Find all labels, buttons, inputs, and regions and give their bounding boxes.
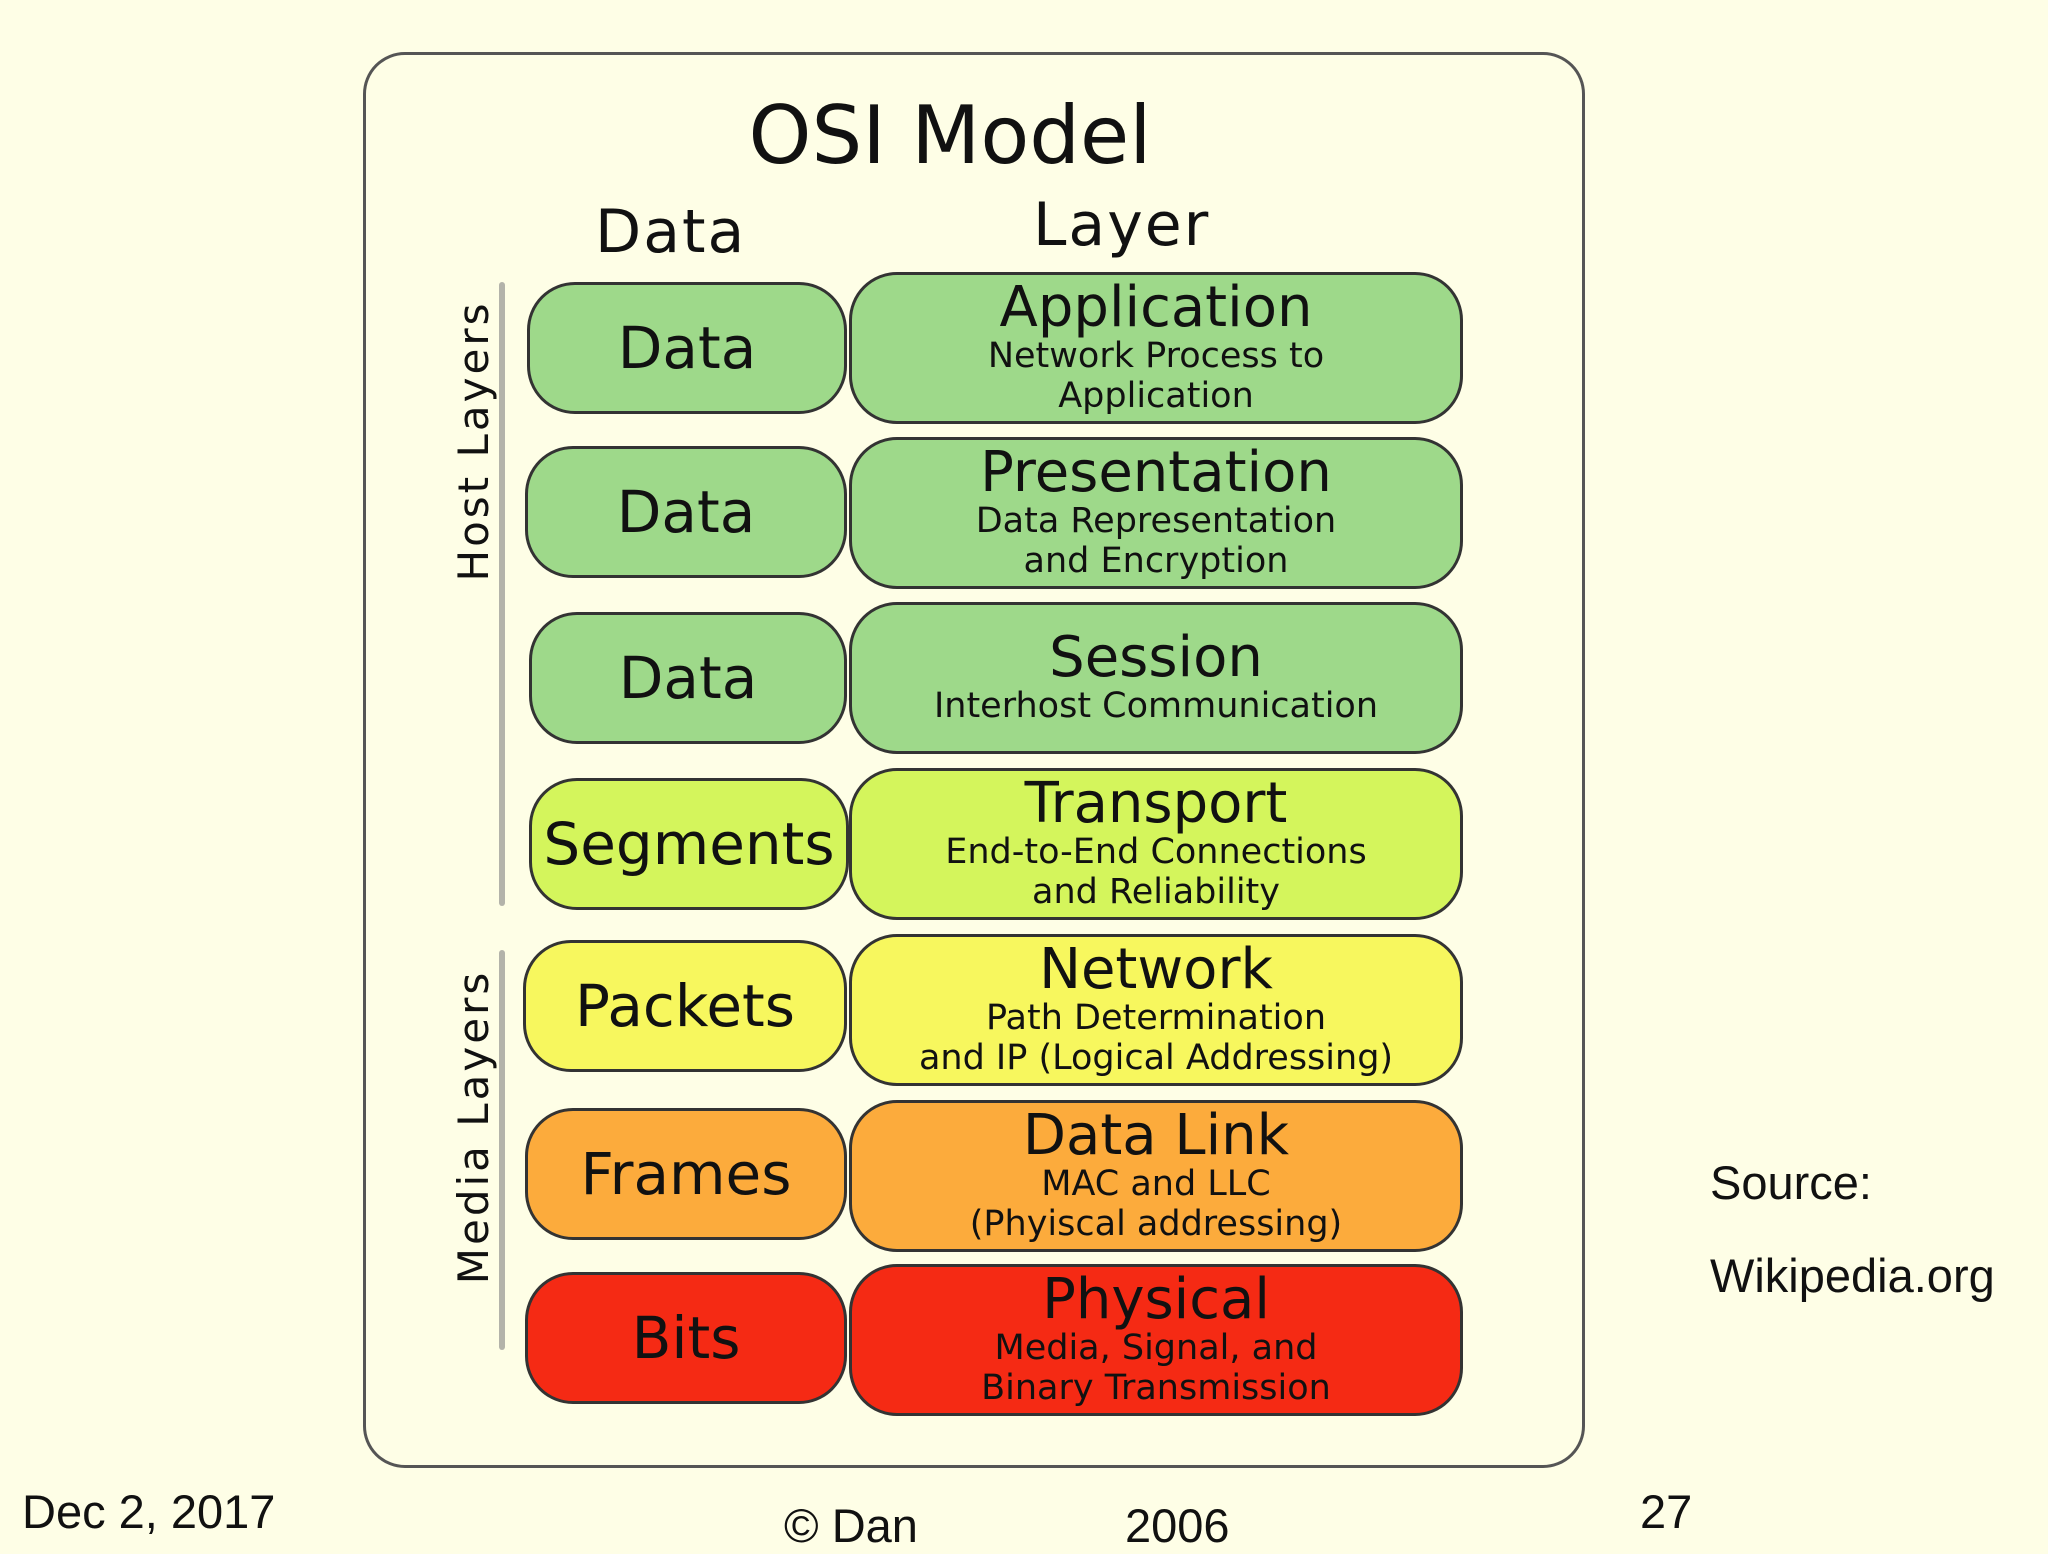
- layer-name: Application: [999, 275, 1313, 340]
- footer-year: 2006: [1125, 1499, 1230, 1552]
- data-unit-transport: Segments: [529, 778, 849, 910]
- data-unit-application: Data: [527, 282, 847, 414]
- layer-description: End-to-End Connections: [945, 832, 1367, 872]
- data-unit-network: Packets: [523, 940, 847, 1072]
- layer-description: and Reliability: [1032, 872, 1280, 912]
- layer-description: Binary Transmission: [981, 1368, 1331, 1408]
- layer-description: and IP (Logical Addressing): [918, 1038, 1394, 1078]
- footer-copyright: © Dan: [784, 1499, 918, 1552]
- layer-name: Physical: [1042, 1267, 1270, 1332]
- layer-name: Presentation: [980, 440, 1332, 505]
- media-layers-bracket: [499, 950, 505, 1350]
- data-unit-label: Data: [616, 478, 756, 546]
- data-unit-label: Data: [618, 644, 758, 712]
- layer-session: Session Interhost Communication: [849, 602, 1463, 754]
- layer-description: Media, Signal, and: [994, 1328, 1318, 1368]
- data-unit-physical: Bits: [525, 1272, 847, 1404]
- data-unit-label: Bits: [631, 1304, 741, 1372]
- footer-date: Dec 2, 2017: [22, 1485, 276, 1538]
- layer-physical: Physical Media, Signal, and Binary Trans…: [849, 1264, 1463, 1416]
- data-unit-session: Data: [529, 612, 847, 744]
- layer-name: Session: [1049, 625, 1263, 690]
- column-header-layer: Layer: [1033, 190, 1211, 260]
- diagram-frame: [363, 52, 1585, 1468]
- data-unit-label: Segments: [543, 810, 835, 878]
- layer-description: MAC and LLC: [1041, 1164, 1271, 1204]
- host-layers-bracket: [499, 282, 505, 906]
- layer-transport: Transport End-to-End Connections and Rel…: [849, 768, 1463, 920]
- layer-description: Application: [1058, 376, 1254, 416]
- layer-application: Application Network Process to Applicati…: [849, 272, 1463, 424]
- host-layers-label: Host Layers: [449, 300, 498, 582]
- diagram-title: OSI Model: [748, 89, 1152, 182]
- layer-network: Network Path Determination and IP (Logic…: [849, 934, 1463, 1086]
- layer-name: Network: [1039, 937, 1273, 1002]
- layer-description: Interhost Communication: [933, 686, 1379, 726]
- layer-description: Network Process to: [987, 336, 1325, 376]
- layer-presentation: Presentation Data Representation and Enc…: [849, 437, 1463, 589]
- layer-name: Data Link: [1022, 1103, 1290, 1168]
- layer-data-link: Data Link MAC and LLC (Phyiscal addressi…: [849, 1100, 1463, 1252]
- source-value: Wikipedia.org: [1710, 1249, 1995, 1302]
- data-unit-data-link: Frames: [525, 1108, 847, 1240]
- layer-description: Path Determination: [985, 998, 1327, 1038]
- data-unit-label: Packets: [575, 972, 795, 1040]
- layer-name: Transport: [1024, 771, 1288, 836]
- data-unit-label: Data: [617, 314, 757, 382]
- column-header-data: Data: [595, 197, 747, 267]
- layer-description: and Encryption: [1023, 541, 1289, 581]
- layer-description: Data Representation: [975, 501, 1337, 541]
- layer-description: (Phyiscal addressing): [969, 1204, 1343, 1244]
- data-unit-label: Frames: [580, 1140, 792, 1208]
- data-unit-presentation: Data: [525, 446, 847, 578]
- source-label: Source:: [1710, 1156, 1872, 1209]
- footer-page-number: 27: [1640, 1485, 1693, 1538]
- media-layers-label: Media Layers: [449, 969, 498, 1285]
